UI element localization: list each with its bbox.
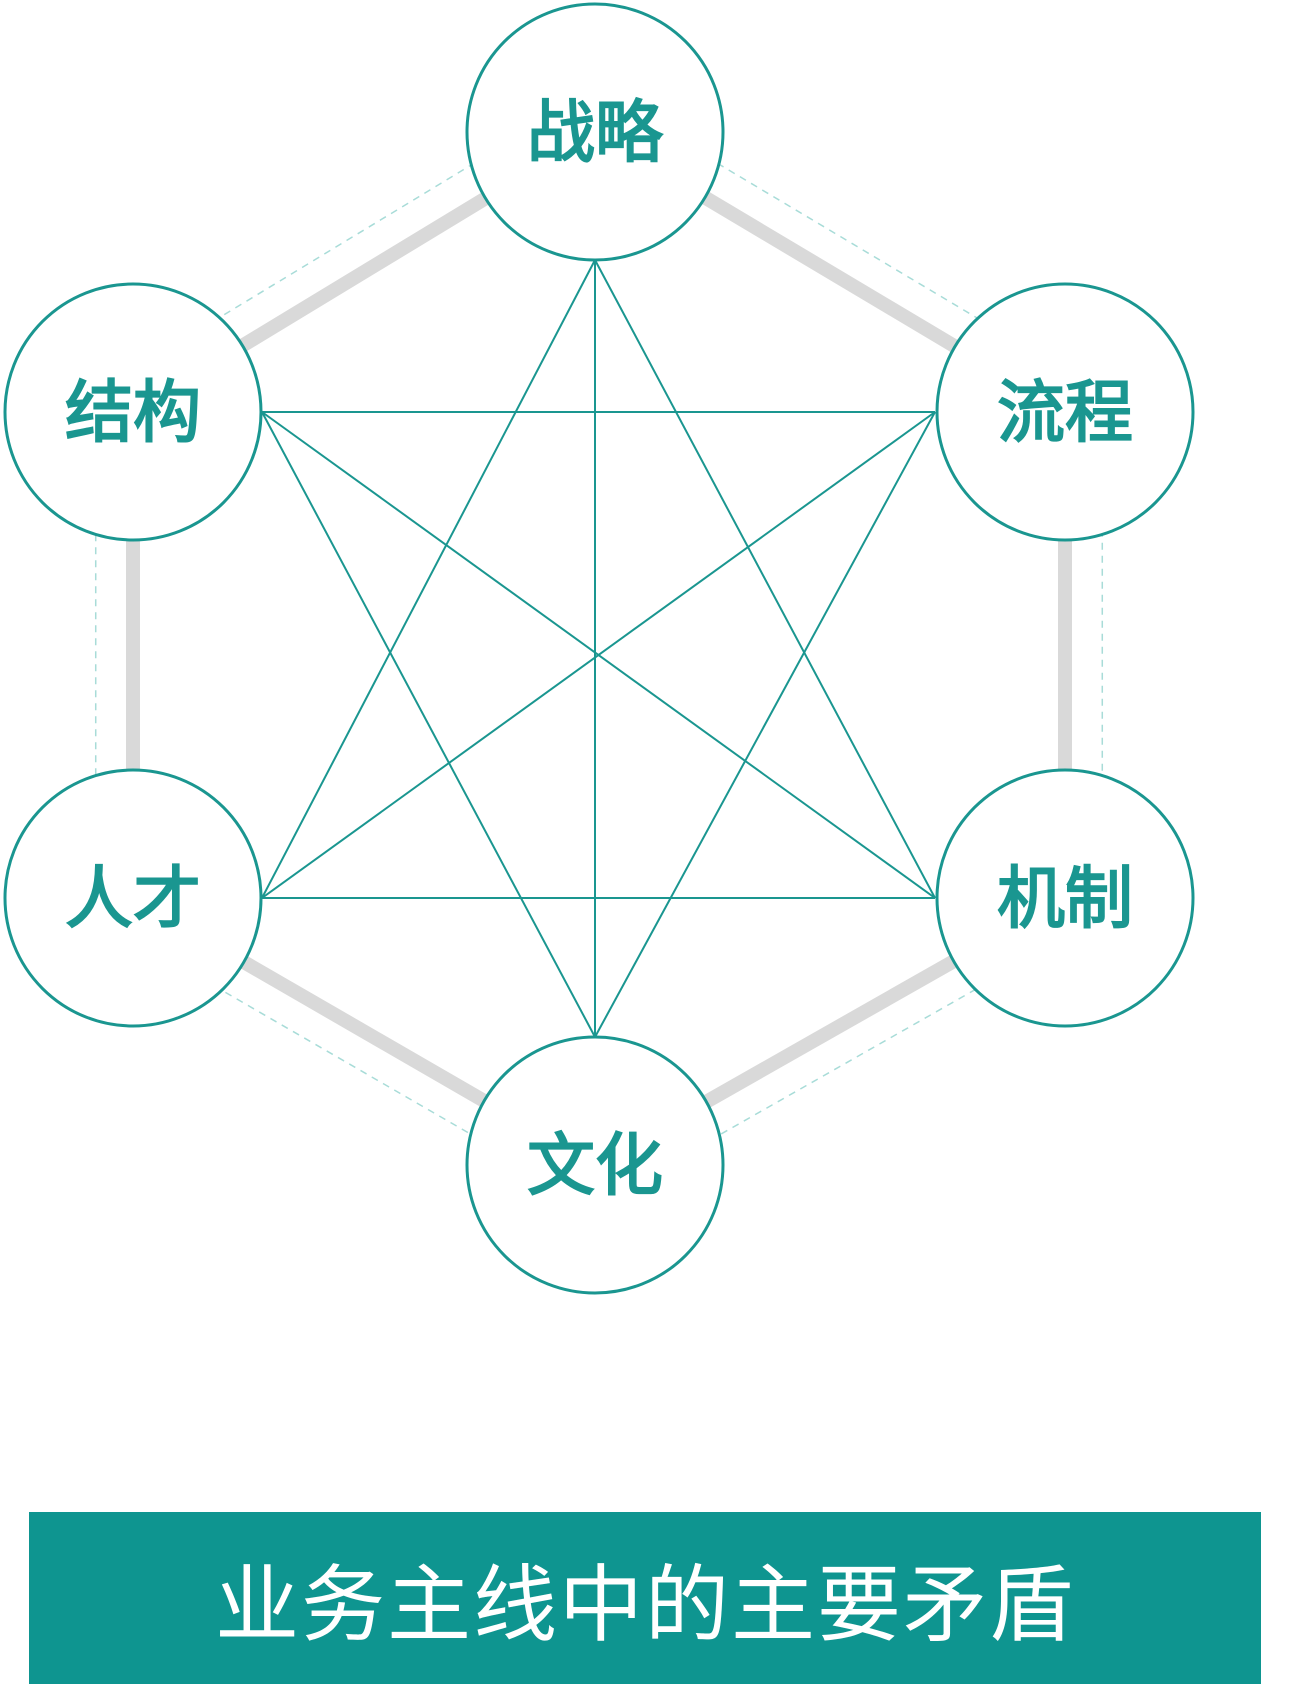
connector-line-culture-process [594,411,936,1038]
node-label-strategy: 战略 [527,94,664,173]
connector-line-culture-structure [261,411,596,1038]
connector-line-talent-process [261,411,936,899]
node-circle-mechanism [935,768,1195,1028]
node-label-culture: 文化 [527,1127,663,1206]
node-circle-culture [465,1035,725,1295]
node-label-structure: 结构 [65,374,201,453]
connector-line-strategy-talent [261,259,596,899]
node-label-process: 流程 [997,374,1133,453]
node-label-mechanism: 机制 [997,860,1133,939]
node-circle-structure [3,282,263,542]
connector-line-strategy-mechanism [594,259,936,899]
title-banner: 业务主线中的主要矛盾 [29,1512,1261,1684]
node-circle-talent [3,768,263,1028]
node-circle-strategy [465,2,725,262]
banner-title: 业务主线中的主要矛盾 [214,1555,1075,1654]
node-circle-process [935,282,1195,542]
node-connectors [261,259,936,1038]
gray-hexagon-ring [126,123,1072,1174]
node-label-talent: 人才 [65,860,201,939]
